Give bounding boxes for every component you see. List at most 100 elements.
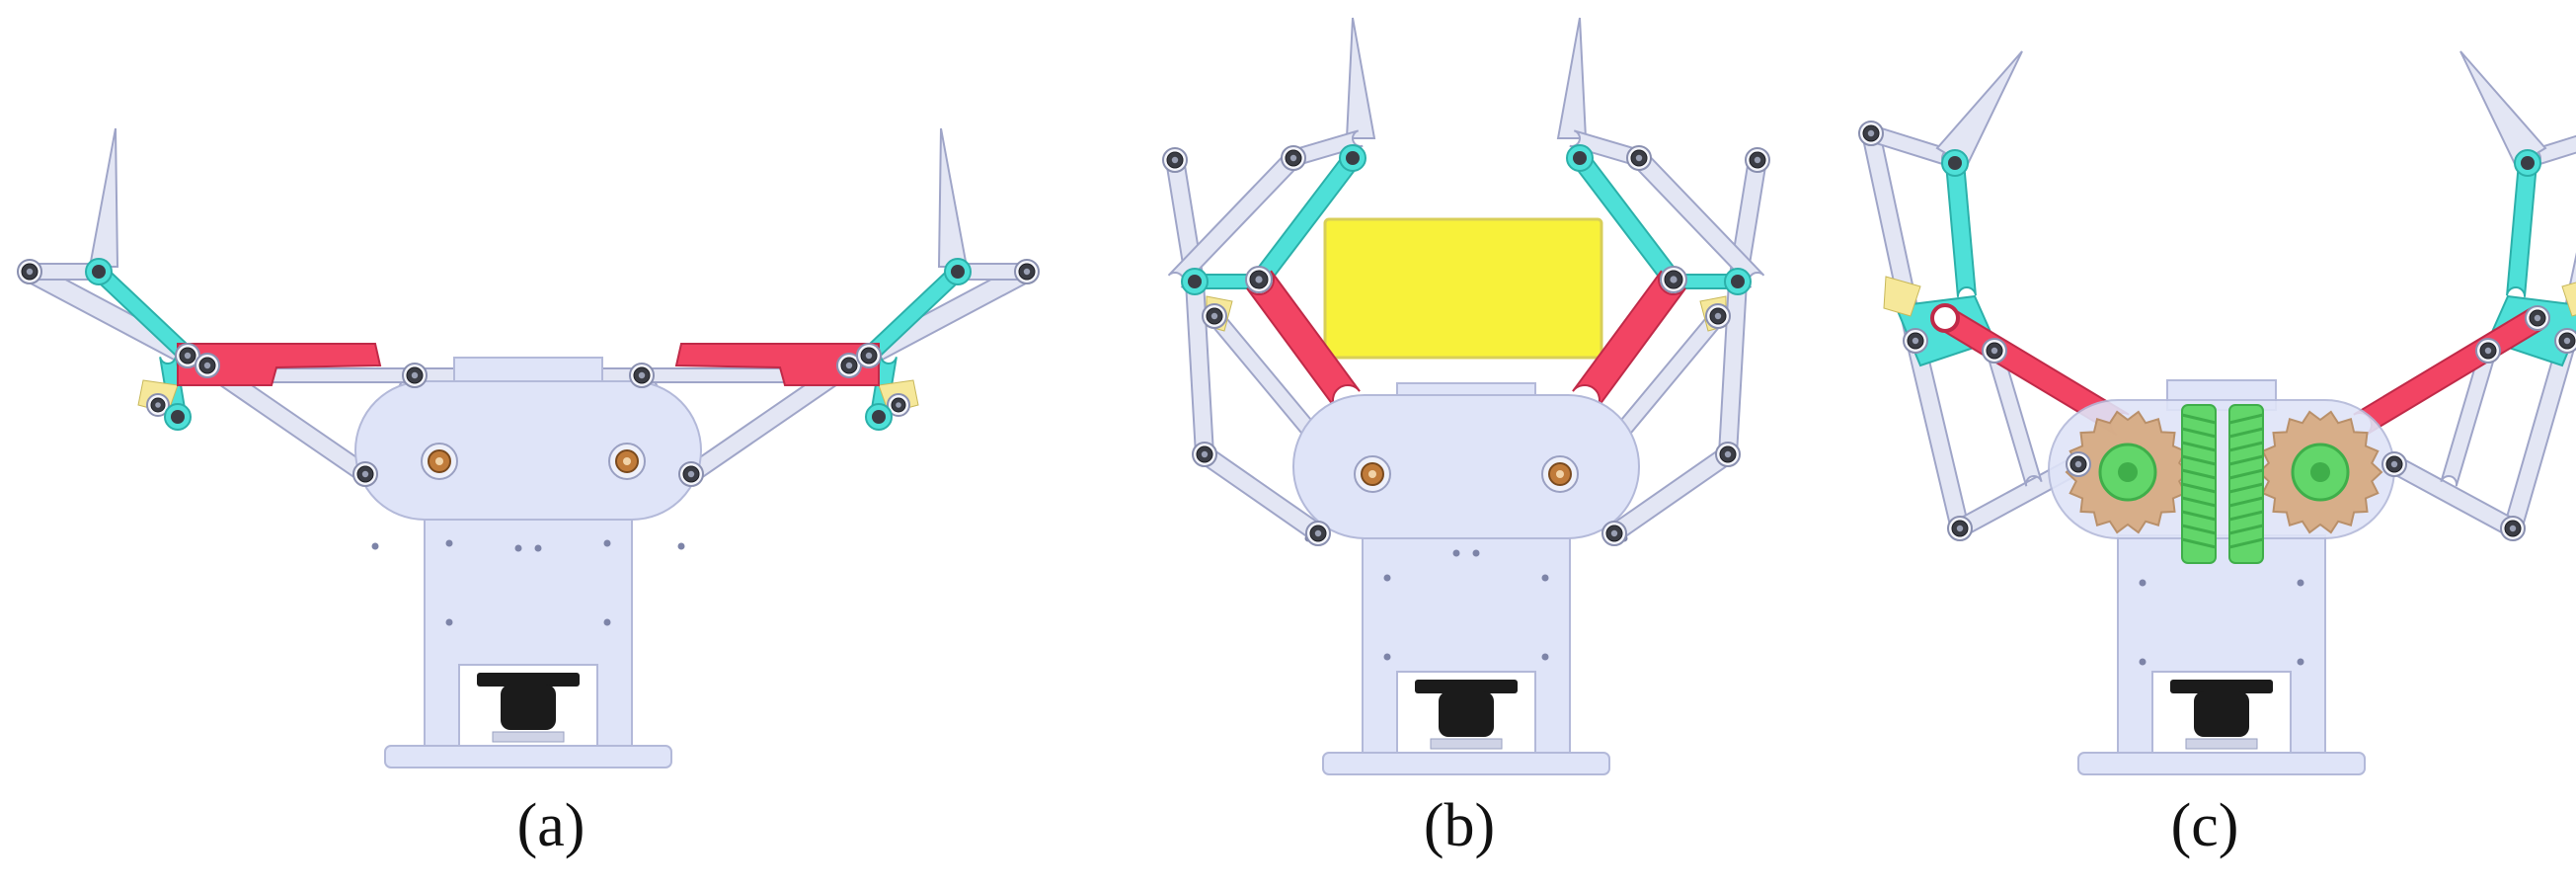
pivot-joint — [856, 343, 882, 368]
coupler-joint — [1339, 144, 1366, 172]
left-crank — [1246, 270, 1361, 410]
pivot-joint — [629, 363, 655, 388]
crank-joint-open — [1930, 303, 1960, 333]
pivot-joint — [1626, 145, 1652, 171]
right-lower-link — [2503, 338, 2576, 531]
coupler-joint — [944, 258, 972, 285]
base-plate — [384, 745, 672, 769]
column-screw — [445, 618, 453, 626]
housing-screw — [371, 542, 379, 550]
drive-shaft-boss — [1354, 455, 1391, 493]
motor-connector — [2185, 738, 2258, 750]
motor-body — [2194, 691, 2249, 737]
left-fingertip — [1345, 17, 1376, 139]
spacer-joint — [887, 393, 910, 417]
column-screw — [603, 618, 611, 626]
housing-screw — [514, 544, 522, 552]
housing-screw — [534, 544, 542, 552]
column-screw — [603, 539, 611, 547]
coupler-joint — [1181, 268, 1209, 295]
panel-b-gripper — [1162, 17, 1770, 775]
coupler-joint — [1566, 144, 1594, 172]
drive-shaft-boss — [421, 443, 458, 480]
right-worm-gear — [2257, 410, 2383, 534]
panel-a-gripper — [17, 127, 1040, 769]
left-spacer — [1883, 276, 1921, 317]
column-screw — [2139, 579, 2147, 587]
motor-flange — [1415, 680, 1518, 693]
pivot-joint — [1715, 442, 1741, 467]
pivot-joint — [1192, 442, 1217, 467]
right-fingertip — [937, 127, 969, 268]
right-crank — [674, 343, 880, 386]
right-fingertip — [1556, 17, 1588, 139]
motor-body — [1439, 691, 1494, 737]
pivot-joint — [2554, 328, 2576, 354]
left-crank — [177, 343, 382, 386]
crank-joint — [2525, 305, 2550, 331]
coupler-joint — [164, 403, 192, 431]
column-screw — [445, 539, 453, 547]
right-crank — [2353, 306, 2544, 437]
pivot-joint — [1281, 145, 1306, 171]
pivot-joint — [836, 353, 862, 378]
pivot-joint — [1903, 328, 1928, 354]
coupler-joint — [85, 258, 113, 285]
pivot-joint — [678, 461, 704, 487]
right-fingertip — [2459, 50, 2547, 168]
pivot-joint — [352, 461, 378, 487]
coupler-joint — [865, 403, 893, 431]
pivot-joint — [195, 353, 220, 378]
left-coupler — [1945, 162, 1977, 297]
column-screw — [1383, 653, 1391, 661]
crank-joint — [1245, 266, 1273, 293]
pivot-joint — [1745, 147, 1770, 173]
gearbox-housing — [354, 380, 702, 521]
pivot-joint — [2500, 516, 2526, 541]
left-worm-gear — [2065, 410, 2191, 534]
pivot-joint — [1202, 303, 1227, 329]
pivot-joint — [1982, 338, 2007, 364]
pivot-joint — [1305, 521, 1331, 546]
coupler-joint — [1724, 268, 1752, 295]
pivot-joint — [2475, 338, 2501, 364]
pivot-joint — [1601, 521, 1627, 546]
left-fingertip — [88, 127, 119, 268]
housing-screw — [1452, 549, 1460, 557]
left-lower-link — [1906, 338, 1970, 531]
right-worm-shaft — [2228, 404, 2264, 564]
base-plate — [1322, 752, 1610, 775]
pivot-joint — [402, 363, 428, 388]
pivot-joint — [2381, 451, 2407, 477]
motor-connector — [492, 731, 565, 743]
spacer-joint — [146, 393, 170, 417]
pivot-joint — [1705, 303, 1731, 329]
caption-c: (c) — [2170, 792, 2239, 859]
column-screw — [1383, 574, 1391, 582]
column-screw — [2297, 658, 2304, 666]
gearbox-housing — [1292, 394, 1640, 539]
motor-flange — [2170, 680, 2273, 693]
column-screw — [1541, 574, 1549, 582]
pivot-joint — [1947, 516, 1973, 541]
panel-c-gripper — [1858, 50, 2576, 775]
base-plate — [2077, 752, 2366, 775]
right-spacer — [2561, 282, 2576, 317]
pivot-joint — [2066, 451, 2091, 477]
left-fingertip — [1935, 50, 2023, 168]
column-screw — [2297, 579, 2304, 587]
pivot-joint — [17, 259, 42, 284]
left-worm-shaft — [2181, 404, 2217, 564]
coupler-joint — [1941, 149, 1969, 177]
pivot-joint — [1162, 147, 1188, 173]
column-screw — [2139, 658, 2147, 666]
coupler-joint — [2514, 149, 2541, 177]
pivot-joint — [1858, 121, 1884, 146]
right-coupler — [2506, 162, 2537, 297]
motor-connector — [1430, 738, 1503, 750]
column-screw — [1541, 653, 1549, 661]
caption-a: (a) — [516, 792, 585, 859]
drive-shaft-boss — [1541, 455, 1579, 493]
grasped-object — [1323, 217, 1603, 360]
